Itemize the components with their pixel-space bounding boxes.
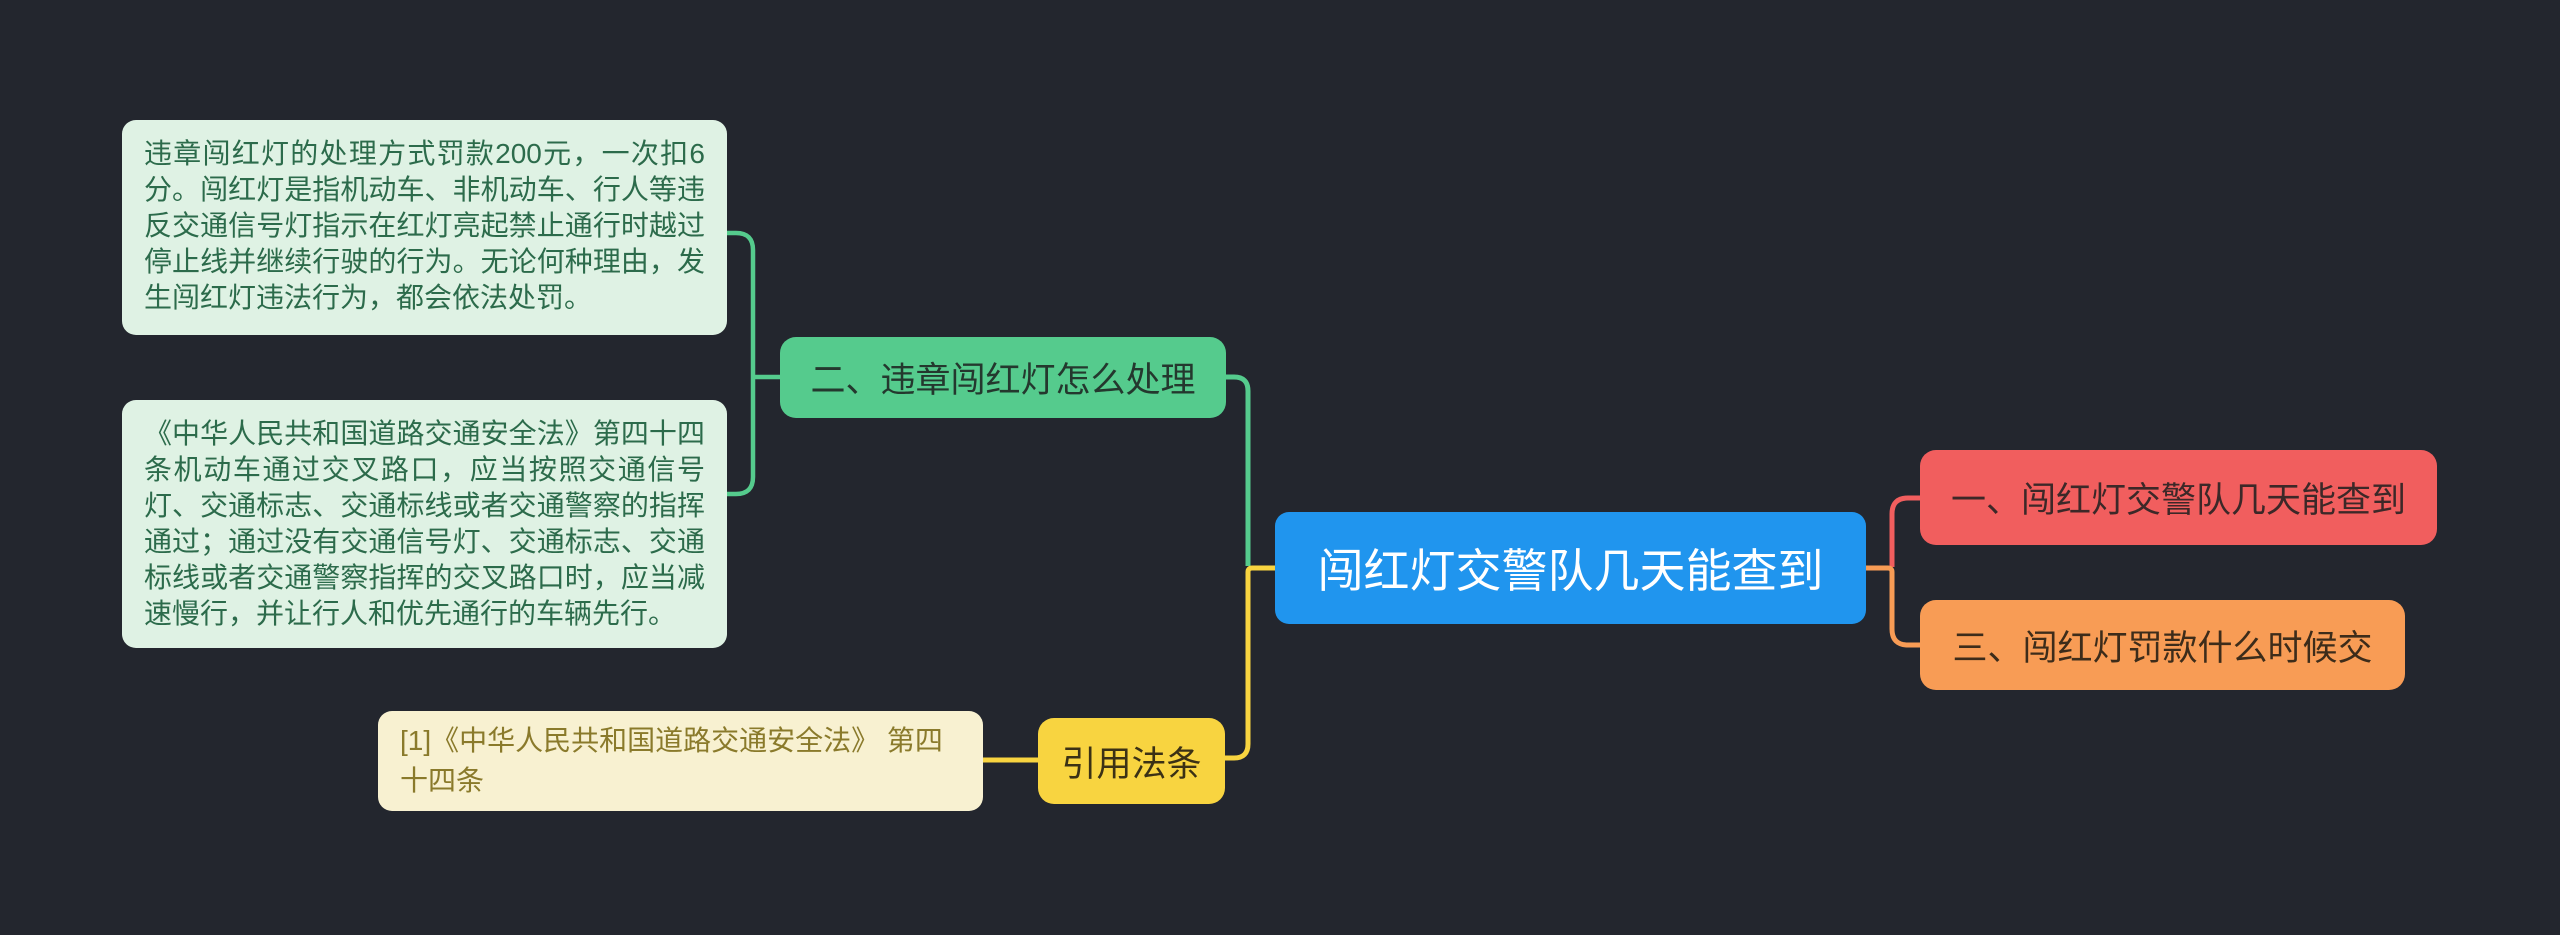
citation-note-box[interactable]: [1]《中华人民共和国道路交通安全法》 第四十四条 xyxy=(378,711,983,811)
connector-citation-trunk xyxy=(1225,565,1277,761)
branch-label: 引用法条 xyxy=(1061,744,1202,784)
branch-node-three[interactable]: 三、闯红灯罚款什么时候交 xyxy=(1920,600,2405,690)
branch-label: 三、闯红灯罚款什么时候交 xyxy=(1952,628,2373,668)
note-text: [1]《中华人民共和国道路交通安全法》 第四十四条 xyxy=(400,725,943,796)
connector-branch-two-trunk xyxy=(1226,374,1251,566)
connector-branch-three xyxy=(1864,565,1920,648)
note-text: 违章闯红灯的处理方式罚款200元，一次扣6分。闯红灯是指机动车、非机动车、行人等… xyxy=(144,138,705,313)
note-box-law-article[interactable]: 《中华人民共和国道路交通安全法》第四十四条机动车通过交叉路口，应当按照交通信号灯… xyxy=(122,400,727,648)
note-box-fine-rules[interactable]: 违章闯红灯的处理方式罚款200元，一次扣6分。闯红灯是指机动车、非机动车、行人等… xyxy=(122,120,727,335)
branch-node-citation[interactable]: 引用法条 xyxy=(1038,718,1225,804)
root-label: 闯红灯交警队几天能查到 xyxy=(1317,545,1824,597)
note-text: 《中华人民共和国道路交通安全法》第四十四条机动车通过交叉路口，应当按照交通信号灯… xyxy=(144,418,705,629)
connector-branch-two-notes-bracket xyxy=(727,230,756,497)
connector-branch-one xyxy=(1889,495,1920,567)
branch-label: 一、闯红灯交警队几天能查到 xyxy=(1950,481,2406,520)
branch-node-two[interactable]: 二、违章闯红灯怎么处理 xyxy=(780,337,1226,418)
branch-label: 二、违章闯红灯怎么处理 xyxy=(810,361,1196,400)
root-node[interactable]: 闯红灯交警队几天能查到 xyxy=(1275,512,1866,624)
branch-node-one[interactable]: 一、闯红灯交警队几天能查到 xyxy=(1920,450,2437,545)
